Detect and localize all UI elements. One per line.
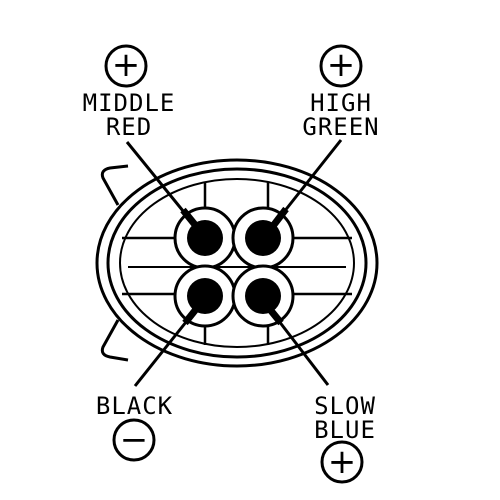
polarity-circle-top-right [319, 44, 363, 88]
polarity-sign-top-left: + [112, 45, 141, 85]
polarity-circle-bottom-right [320, 440, 364, 484]
pin-contact-top-right [245, 220, 281, 256]
label-black-line1: BLACK [95, 392, 174, 420]
leader-middle-red-arrow [180, 207, 199, 229]
leader-black [133, 311, 196, 387]
label-high-green-line2: GREEN [302, 113, 380, 141]
left-latch-tab [100, 164, 129, 206]
label-middle-red: MIDDLE RED [74, 91, 184, 139]
pin-contact-bottom-right [245, 278, 281, 314]
label-high-green-line1: HIGH [310, 89, 372, 117]
label-slow-blue-line2: BLUE [314, 416, 376, 444]
leader-high-green-arrow [270, 206, 289, 229]
polarity-sign-bottom-left: − [120, 420, 149, 460]
connector-housing-outer [95, 158, 379, 368]
label-slow-blue: SLOW BLUE [300, 394, 390, 442]
leader-middle-red [125, 141, 194, 223]
label-high-green: HIGH GREEN [286, 91, 396, 139]
polarity-circle-top-left [104, 44, 148, 88]
polarity-sign-top-right: + [327, 45, 356, 85]
leader-high-green [274, 139, 343, 223]
connector-housing-mid [106, 167, 368, 359]
left-latch-tab-lower [100, 319, 129, 362]
connector-housing-inner [119, 178, 355, 348]
leader-slow-blue [270, 311, 330, 386]
leader-black-arrow [182, 305, 200, 326]
pin-contact-top-left [187, 220, 223, 256]
pin-contact-bottom-left [187, 278, 223, 314]
label-slow-blue-line1: SLOW [314, 392, 376, 420]
polarity-sign-bottom-right: + [328, 442, 357, 482]
label-middle-red-line2: RED [105, 113, 153, 141]
label-middle-red-line1: MIDDLE [82, 89, 176, 117]
label-black: BLACK [82, 394, 187, 418]
polarity-circle-bottom-left [112, 418, 156, 462]
leader-slow-blue-arrow [265, 304, 284, 326]
